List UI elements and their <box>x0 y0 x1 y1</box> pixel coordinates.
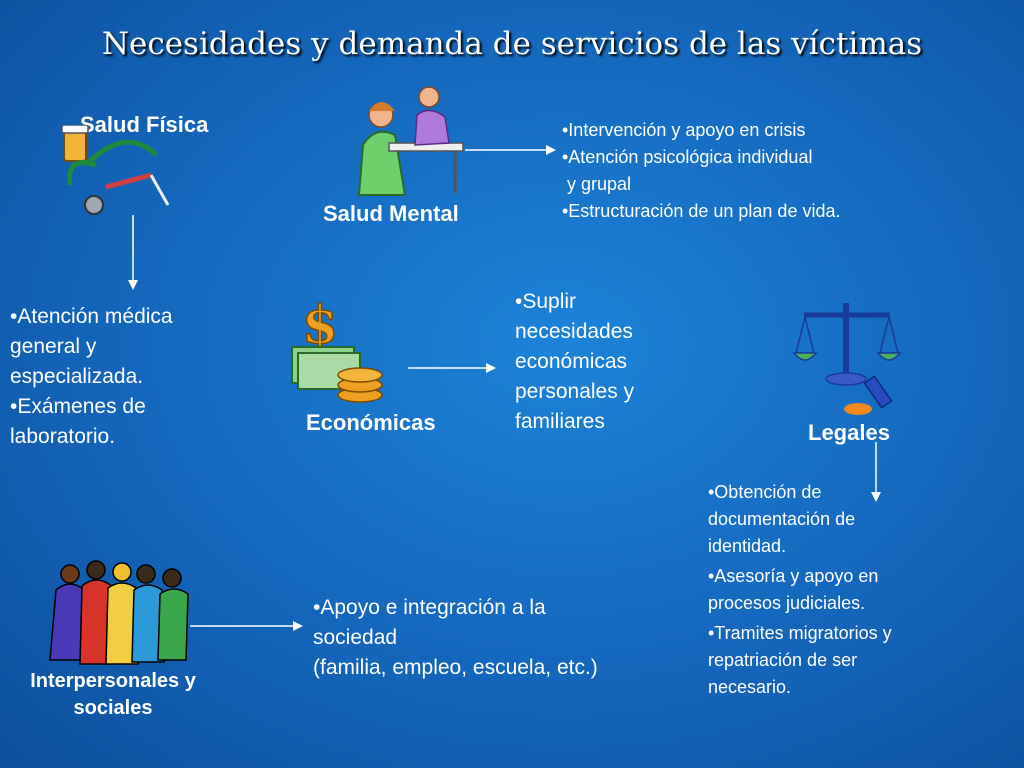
list-item: personales y <box>515 380 635 403</box>
list-item: •Estructuración de un plan de vida. <box>562 201 841 221</box>
interpersonales-label-line1: Interpersonales y <box>30 670 196 692</box>
salud-fisica-label: Salud Física <box>80 112 209 137</box>
list-item: •Intervención y apoyo en crisis <box>562 120 806 140</box>
salud-mental-list: •Intervención y apoyo en crisis •Atenció… <box>562 117 840 225</box>
list-item: •Suplir <box>515 290 577 313</box>
interpersonales-label: Interpersonales y sociales <box>0 668 226 722</box>
list-item-line: repatriación de ser <box>708 650 858 670</box>
list-item: •Atención médica <box>10 305 173 328</box>
economicas-list: •Suplir necesidades económicas personale… <box>515 287 634 437</box>
list-item: •Atención psicológica individual <box>562 147 813 167</box>
list-item: •Obtención de documentación de identidad… <box>708 479 892 560</box>
list-item: (familia, empleo, escuela, etc.) <box>313 656 598 679</box>
list-item-line: procesos judiciales. <box>708 593 866 613</box>
list-item: laboratorio. <box>10 425 116 448</box>
salud-fisica-list: •Atención médica general y especializada… <box>10 302 173 452</box>
scales-icon <box>792 303 902 415</box>
list-item: sociedad <box>313 626 398 649</box>
legales-label: Legales <box>808 420 890 445</box>
economicas-label: Económicas <box>306 410 436 435</box>
money-icon: $ <box>291 295 383 403</box>
medical-icon <box>61 125 170 215</box>
list-item-line: •Tramites migratorios y <box>708 623 892 643</box>
list-item-line: necesario. <box>708 677 792 697</box>
list-item-line: identidad. <box>708 536 787 556</box>
list-item-line: documentación de <box>708 509 856 529</box>
list-item-line: •Asesoría y apoyo en <box>708 566 879 586</box>
list-item: económicas <box>515 350 628 373</box>
list-item: y grupal <box>562 174 632 194</box>
counseling-icon <box>357 86 464 196</box>
page-title: Necesidades y demanda de servicios de la… <box>101 26 923 62</box>
list-item-line: •Obtención de <box>708 482 822 502</box>
interpersonales-list: •Apoyo e integración a la sociedad (fami… <box>313 593 598 683</box>
list-item: familiares <box>515 410 605 433</box>
salud-mental-label: Salud Mental <box>323 201 459 226</box>
list-item: •Apoyo e integración a la <box>313 596 546 619</box>
interpersonales-label-line2: sociales <box>73 697 153 719</box>
group-icon <box>49 560 189 665</box>
list-item: •Asesoría y apoyo en procesos judiciales… <box>708 563 892 617</box>
list-item: •Tramites migratorios y repatriación de … <box>708 620 892 701</box>
list-item: especializada. <box>10 365 144 388</box>
legales-list: •Obtención de documentación de identidad… <box>708 479 892 701</box>
list-item: •Exámenes de <box>10 395 146 418</box>
list-item: necesidades <box>515 320 633 343</box>
list-item: general y <box>10 335 97 358</box>
